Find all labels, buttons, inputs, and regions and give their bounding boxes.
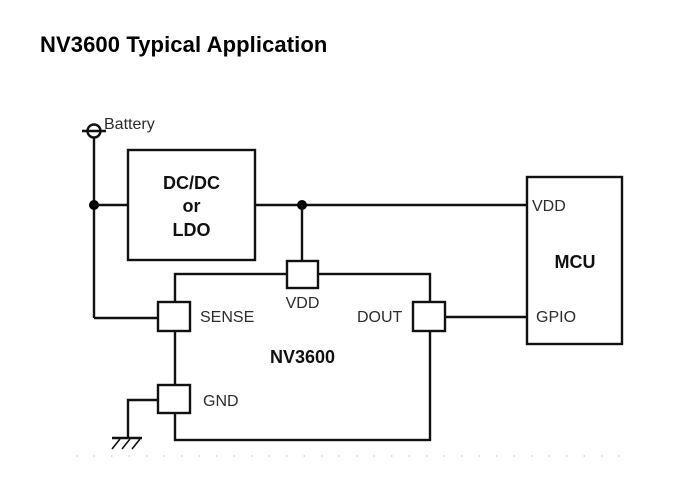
chip-name-label: NV3600 — [270, 347, 335, 367]
regulator-label-line-3: LDO — [173, 220, 211, 240]
ground-wire — [126, 398, 158, 438]
chip-vdd-pin — [285, 259, 320, 290]
mcu-vdd-label: VDD — [532, 198, 566, 215]
regulator-label-line-1: DC/DC — [163, 173, 220, 193]
ground-icon — [111, 436, 142, 450]
mcu-gpio-label: GPIO — [536, 309, 576, 326]
page-title: NV3600 Typical Application — [40, 32, 328, 57]
regulator-label-line-2: or — [183, 196, 201, 216]
chip-dout-pin — [411, 300, 447, 333]
chip-vdd-label: VDD — [286, 295, 320, 312]
chip-sense-label: SENSE — [200, 309, 254, 326]
battery-label: Battery — [104, 116, 155, 133]
chip-gnd-label: GND — [203, 393, 239, 410]
nv3600-chip: NV3600 — [173, 272, 432, 442]
mcu-name-label: MCU — [555, 252, 596, 272]
chip-sense-pin — [156, 300, 192, 333]
mcu-block: VDD MCU GPIO — [525, 175, 624, 346]
regulator-block: DC/DC or LDO — [126, 148, 257, 262]
chip-dout-label: DOUT — [357, 309, 403, 326]
chip-gnd-pin — [156, 383, 192, 415]
battery-terminal-icon — [82, 123, 106, 139]
